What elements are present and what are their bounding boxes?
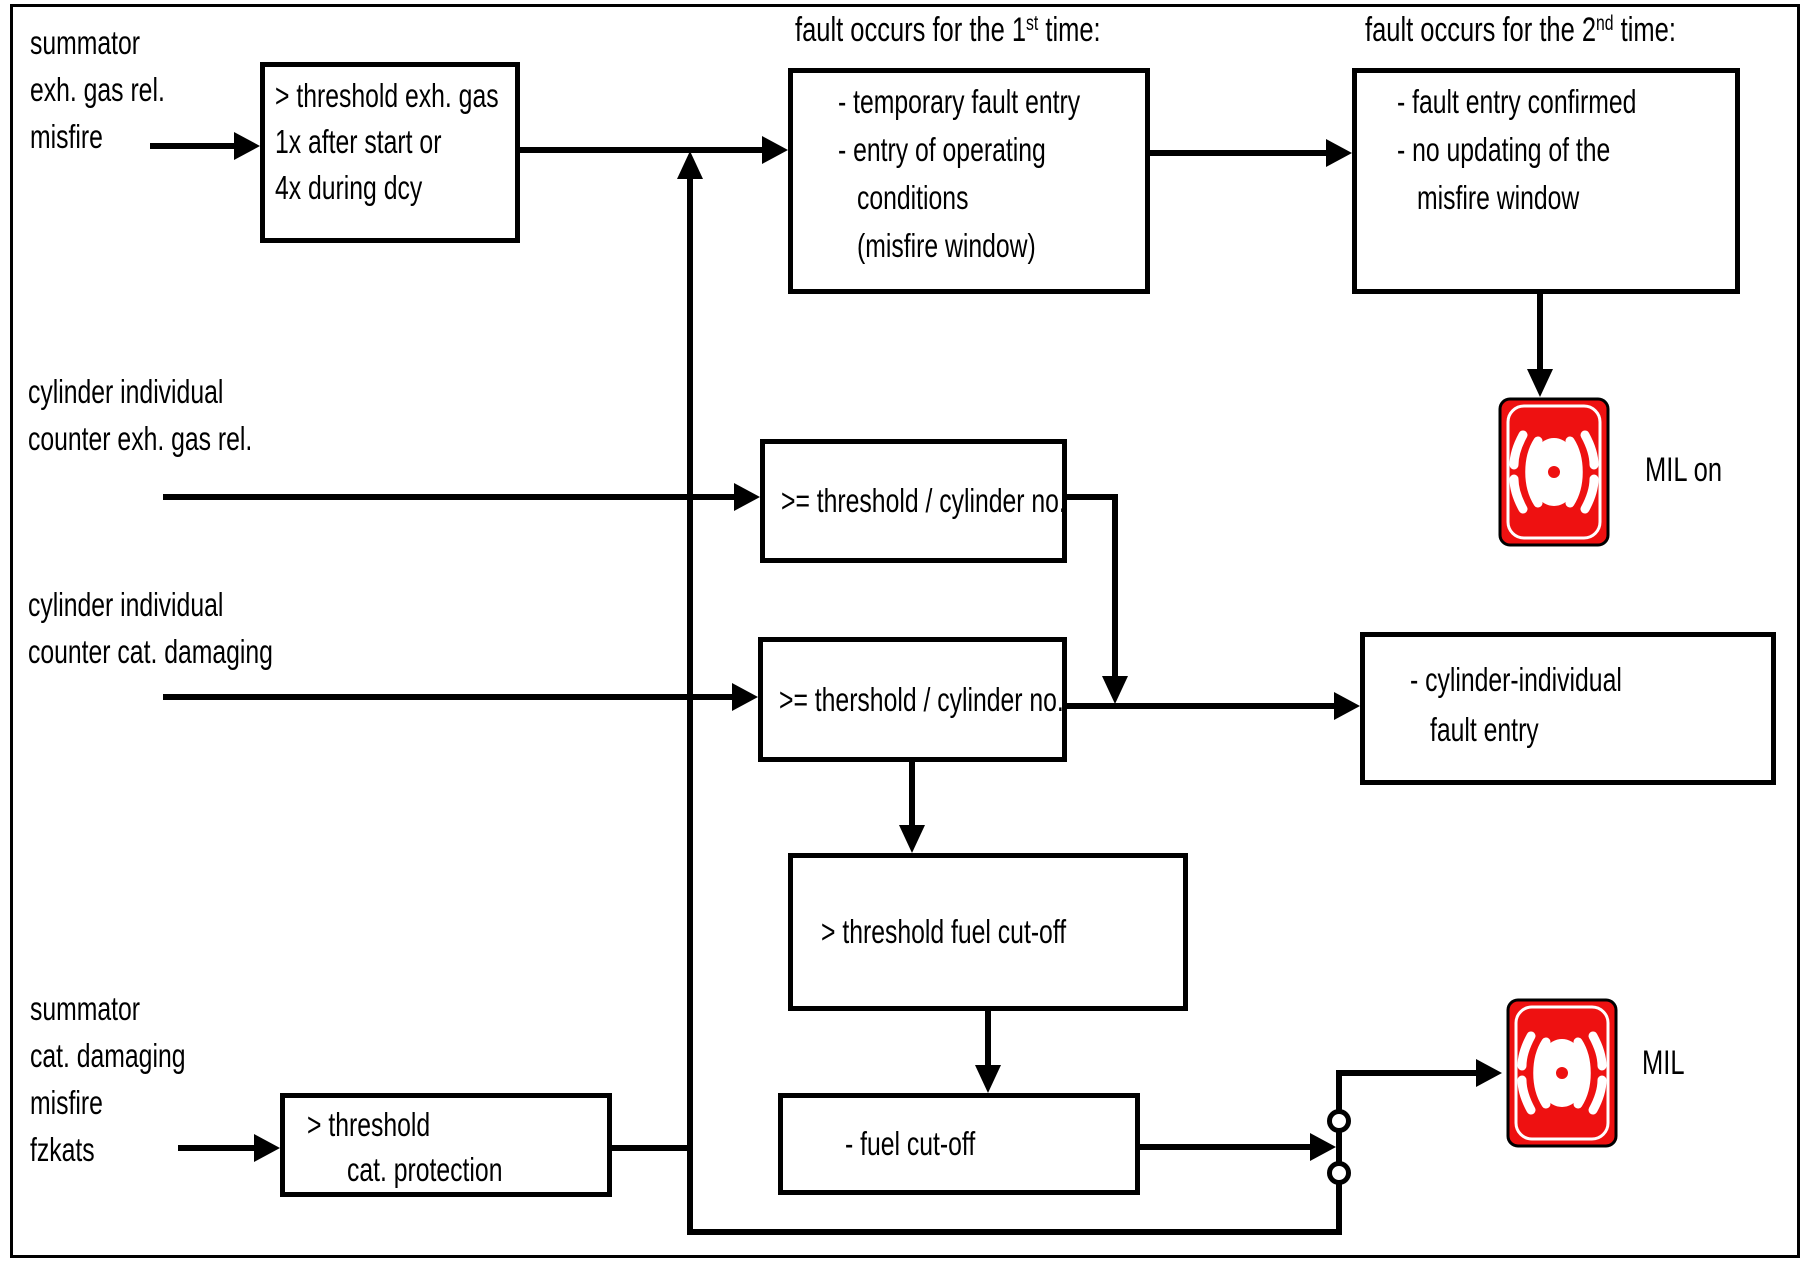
box-text-line: > threshold fuel cut-off <box>821 913 1067 950</box>
arrowhead-icon <box>234 132 260 160</box>
header-superscript: nd <box>1596 12 1614 35</box>
box-threshold-exh-gas: > threshold exh. gas 1x after start or 4… <box>260 62 520 243</box>
box-text-line: - temporary fault entry <box>838 83 1081 120</box>
box-text-line: - no updating of the <box>1397 131 1611 168</box>
box-text-line: conditions <box>857 179 969 216</box>
arrowhead-icon <box>677 151 703 179</box>
arrowhead-icon <box>1102 676 1128 704</box>
arrowhead-icon <box>1334 692 1360 720</box>
connector-line <box>1336 1070 1476 1076</box>
mil-on-label: MIL on <box>1645 451 1723 489</box>
connector-line <box>1112 494 1118 676</box>
switch-contact-node <box>1327 1161 1351 1185</box>
header-fault-first-time: fault occurs for the 1st time: <box>795 10 1203 55</box>
connector-line <box>163 694 732 700</box>
label-line: cylinder individual <box>28 373 224 410</box>
label-line: cylinder individual <box>28 586 224 623</box>
header-superscript: st <box>1026 12 1039 35</box>
box-first-fault-entry: - temporary fault entry - entry of opera… <box>788 68 1150 294</box>
box-threshold-cat-protection: > threshold cat. protection <box>280 1093 612 1197</box>
box-text-line: - fuel cut-off <box>845 1125 976 1162</box>
box-text-line: > threshold <box>307 1106 431 1143</box>
connector-line <box>687 1229 1342 1235</box>
box-text-line: 4x during dcy <box>275 169 423 206</box>
label-summator-cat-damaging: summator cat. damaging misfire fzkats <box>30 985 237 1173</box>
box-text-line: >= threshold / cylinder no. <box>781 482 1066 519</box>
arrowhead-icon <box>732 683 758 711</box>
box-threshold-fuel-cutoff: > threshold fuel cut-off <box>788 853 1188 1011</box>
header-text: time: <box>1613 11 1676 49</box>
connector-line <box>1150 150 1326 156</box>
label-cylinder-counter-cat: cylinder individual counter cat. damagin… <box>28 581 355 675</box>
arrowhead-icon <box>1476 1059 1502 1087</box>
box-text-line: (misfire window) <box>857 227 1036 264</box>
connector-line <box>985 1011 991 1065</box>
arrowhead-icon <box>975 1065 1001 1093</box>
switch-contact-node <box>1327 1109 1351 1133</box>
connector-line <box>178 1145 254 1151</box>
arrowhead-icon <box>899 825 925 853</box>
connector-line <box>1336 1070 1342 1235</box>
connector-line <box>612 1145 693 1151</box>
label-line: summator <box>30 990 141 1027</box>
label-cylinder-counter-exh: cylinder individual counter exh. gas rel… <box>28 368 327 462</box>
header-text: fault occurs for the 1 <box>795 11 1027 49</box>
connector-line <box>1067 703 1334 709</box>
arrowhead-icon <box>762 136 788 164</box>
header-text: fault occurs for the 2 <box>1365 11 1597 49</box>
label-line: misfire <box>30 118 103 155</box>
mil-on-warning-lamp-icon <box>1497 397 1611 547</box>
box-fuel-cutoff: - fuel cut-off <box>778 1093 1140 1195</box>
header-text: time: <box>1038 11 1101 49</box>
connector-line <box>520 147 762 153</box>
connector-line <box>1140 1144 1310 1150</box>
box-text-line: - fault entry confirmed <box>1397 83 1637 120</box>
box-text-line: 1x after start or <box>275 123 442 160</box>
label-line: fzkats <box>30 1131 95 1168</box>
box-second-fault-confirmed: - fault entry confirmed - no updating of… <box>1352 68 1740 294</box>
arrowhead-icon <box>1310 1133 1336 1161</box>
connector-line <box>1067 494 1118 500</box>
connector-line <box>909 762 915 825</box>
label-line: counter cat. damaging <box>28 633 273 670</box>
connector-line <box>687 177 693 1235</box>
box-text-line: fault entry <box>1430 711 1539 748</box>
label-line: misfire <box>30 1084 103 1121</box>
box-threshold-cylinder-cat: >= thershold / cylinder no. <box>758 637 1067 762</box>
connector-line <box>150 143 234 149</box>
box-text-line: > threshold exh. gas <box>275 77 499 114</box>
arrowhead-icon <box>254 1134 280 1162</box>
mil-label: MIL <box>1642 1044 1685 1082</box>
box-threshold-cylinder-exh: >= threshold / cylinder no. <box>760 439 1067 563</box>
label-line: cat. damaging <box>30 1037 186 1074</box>
box-text-line: >= thershold / cylinder no. <box>779 680 1064 718</box>
connector-line <box>1537 294 1543 369</box>
diagram-border-frame <box>10 4 1800 1258</box>
arrowhead-icon <box>1527 369 1553 397</box>
arrowhead-icon <box>734 483 760 511</box>
box-text-line: misfire window <box>1417 179 1580 216</box>
connector-line <box>163 494 734 500</box>
arrowhead-icon <box>1326 139 1352 167</box>
box-text-line: cat. protection <box>347 1151 503 1188</box>
label-line: exh. gas rel. <box>30 71 165 108</box>
label-line: counter exh. gas rel. <box>28 420 253 457</box>
box-text-line: - cylinder-individual <box>1410 661 1622 698</box>
box-text-line: - entry of operating <box>838 131 1046 168</box>
header-fault-second-time: fault occurs for the 2nd time: <box>1365 10 1780 55</box>
label-line: summator <box>30 24 141 61</box>
label-summator-exh-gas: summator exh. gas rel. misfire <box>30 19 210 160</box>
mil-warning-lamp-icon <box>1505 998 1619 1148</box>
box-cylinder-individual-fault-entry: - cylinder-individual fault entry <box>1360 632 1776 785</box>
